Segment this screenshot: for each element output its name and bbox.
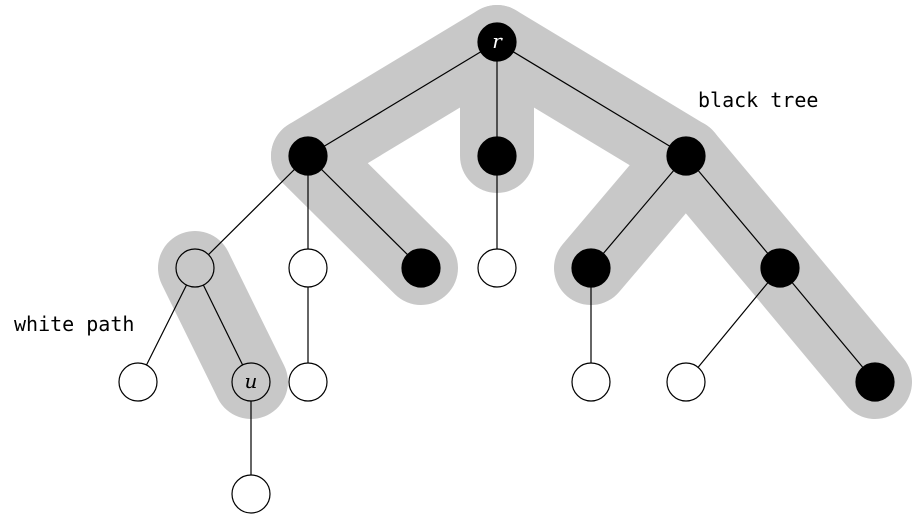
node-circle-c [666,136,706,176]
node-c2 [760,248,800,288]
edge-c-c1 [590,155,687,269]
edge-c2-c2x [685,267,781,383]
edge-c2-c2y [779,267,876,383]
tree-nodes: ru [118,22,895,514]
node-c1 [571,248,611,288]
node-circle-a2 [288,248,328,288]
edge-a-a1 [194,155,309,269]
white-path-label: white path [14,312,134,336]
node-c [666,136,706,176]
node-circle-b [477,136,517,176]
edge-a1-a1x [137,267,196,383]
node-a2x [288,362,328,402]
node-circle-a [288,136,328,176]
node-circle-b1 [477,248,517,288]
node-b1 [477,248,517,288]
node-label-r: r [492,29,503,53]
node-a2 [288,248,328,288]
node-a [288,136,328,176]
node-c1x [571,362,611,402]
node-r: r [477,22,517,62]
edge-r-a [307,41,498,157]
node-a3 [401,248,441,288]
node-c2x [666,362,706,402]
node-circle-ux [231,474,271,514]
edge-c-c2 [685,155,781,269]
edge-r-c [496,41,687,157]
node-circle-a1x [118,362,158,402]
node-a1x [118,362,158,402]
node-circle-u [231,362,271,402]
node-a1 [175,248,215,288]
edge-a-a3 [307,155,422,269]
node-ux [231,474,271,514]
node-circle-c2 [760,248,800,288]
node-circle-c2x [666,362,706,402]
node-circle-r [477,22,517,62]
node-circle-c2y [855,362,895,402]
node-circle-c1x [571,362,611,402]
node-circle-a2x [288,362,328,402]
node-circle-a3 [401,248,441,288]
node-c2y [855,362,895,402]
edge-a1-u [194,267,252,383]
node-circle-a1 [175,248,215,288]
node-circle-c1 [571,248,611,288]
node-b [477,136,517,176]
node-label-u: u [245,369,258,393]
node-u: u [231,362,271,402]
black-tree-label: black tree [698,88,818,112]
